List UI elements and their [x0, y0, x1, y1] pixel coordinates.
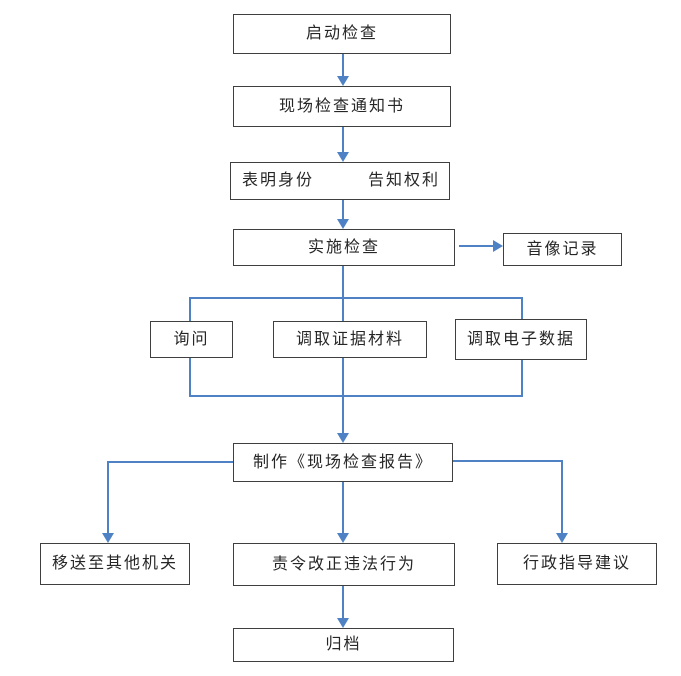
- node-order-correction: 责令改正违法行为: [233, 543, 455, 586]
- node-label-inform-rights: 告知权利: [367, 172, 440, 189]
- node-label: 归档: [325, 636, 362, 653]
- node-label: 责令改正违法行为: [271, 555, 416, 573]
- node-identity-and-rights: 表明身份 告知权利: [230, 162, 450, 200]
- node-inquiry: 询问: [150, 321, 233, 358]
- arrow-down-icon: [337, 618, 349, 628]
- node-admin-guidance: 行政指导建议: [497, 543, 657, 585]
- node-label: 实施检查: [307, 238, 380, 256]
- node-start-inspection: 启动检查: [233, 14, 451, 54]
- node-label: 移送至其他机关: [51, 555, 178, 572]
- node-label: 调取电子数据: [466, 330, 575, 348]
- arrow-down-icon: [337, 76, 349, 86]
- node-label: 现场检查通知书: [278, 97, 405, 115]
- node-label: 调取证据材料: [295, 330, 404, 348]
- node-av-recording: 音像记录: [503, 233, 622, 266]
- node-label: 启动检查: [305, 25, 378, 42]
- arrow-down-icon: [337, 533, 349, 543]
- node-label: 音像记录: [526, 240, 599, 258]
- node-archive: 归档: [233, 628, 454, 662]
- node-label-show-identity: 表明身份: [242, 172, 315, 189]
- arrow-down-icon: [102, 533, 114, 543]
- node-implement-inspection: 实施检查: [233, 229, 455, 266]
- arrow-down-icon: [337, 152, 349, 162]
- arrow-down-icon: [337, 433, 349, 443]
- arrow-down-icon: [556, 533, 568, 543]
- node-make-inspection-report: 制作《现场检查报告》: [233, 443, 453, 482]
- arrow-down-icon: [337, 219, 349, 229]
- node-label: 制作《现场检查报告》: [252, 453, 433, 471]
- node-label: 询问: [173, 330, 210, 348]
- arrow-right-icon: [493, 240, 503, 252]
- node-inspection-notice: 现场检查通知书: [233, 86, 451, 127]
- node-transfer-other-agency: 移送至其他机关: [40, 543, 190, 585]
- node-retrieve-evidence: 调取证据材料: [273, 321, 427, 358]
- node-retrieve-electronic-data: 调取电子数据: [455, 319, 587, 360]
- node-label: 行政指导建议: [522, 555, 631, 572]
